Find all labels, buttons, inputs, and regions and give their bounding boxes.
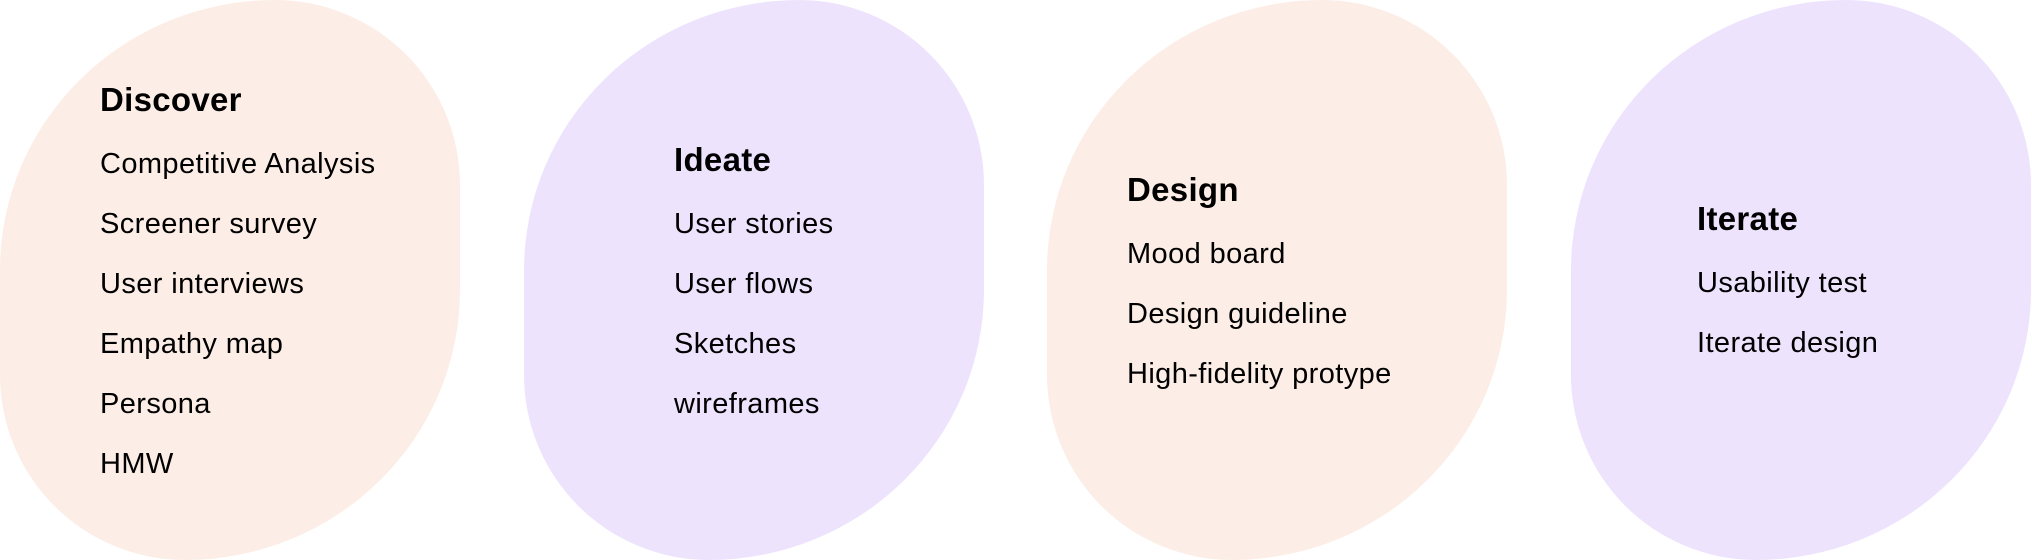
list-item: User interviews (100, 268, 305, 300)
stage-discover: Discover Competitive Analysis Screener s… (100, 80, 376, 507)
list-item: High-fidelity protype (1127, 358, 1392, 390)
stage-title: Iterate (1697, 200, 1799, 237)
discover-blob (0, 0, 460, 560)
list-item: Usability test (1697, 267, 1867, 299)
ideate-blob (524, 0, 984, 560)
stage-title: Ideate (674, 141, 772, 178)
stage-title: Discover (100, 81, 242, 118)
list-item: User stories (674, 208, 834, 240)
list-item: Empathy map (100, 328, 284, 360)
list-item: Mood board (1127, 238, 1286, 270)
list-item: User flows (674, 268, 814, 300)
stage-iterate: Iterate Usability test Iterate design (1697, 199, 1878, 386)
design-blob (1047, 0, 1507, 560)
list-item: Screener survey (100, 208, 318, 240)
stage-title: Design (1127, 171, 1239, 208)
stage-design: Design Mood board Design guideline High-… (1127, 170, 1392, 417)
list-item: Design guideline (1127, 298, 1348, 330)
list-item: Competitive Analysis (100, 148, 376, 180)
list-item: Persona (100, 388, 211, 420)
list-item: Sketches (674, 328, 797, 360)
iterate-blob (1571, 0, 2031, 560)
list-item: Iterate design (1697, 327, 1879, 359)
stage-ideate: Ideate User stories User flows Sketches … (674, 140, 834, 447)
list-item: wireframes (674, 388, 820, 420)
list-item: HMW (100, 448, 174, 480)
